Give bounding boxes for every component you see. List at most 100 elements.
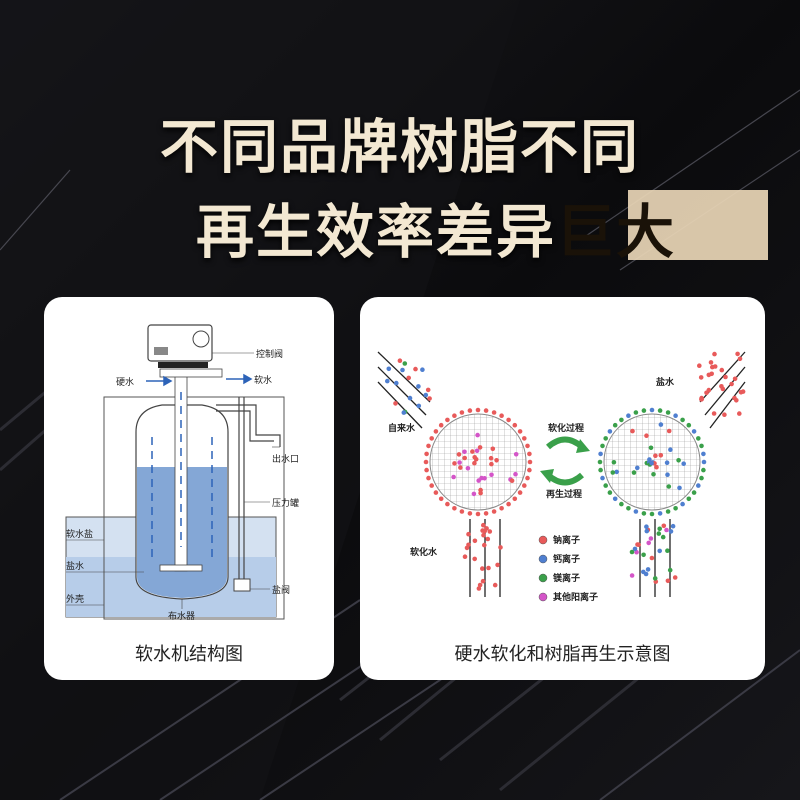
ion-dot — [657, 408, 663, 413]
ion-dot — [607, 429, 613, 434]
ion-dot — [732, 376, 738, 382]
ion-dot — [673, 506, 678, 511]
ion-dot — [665, 472, 670, 477]
ion-dot — [433, 429, 439, 434]
ion-dot — [667, 567, 673, 573]
ion-dot — [489, 472, 494, 478]
ion-dot — [723, 374, 728, 380]
ion-dot — [646, 540, 651, 546]
ion-dot — [656, 531, 662, 536]
ion-dot — [657, 548, 662, 554]
ion-dot — [506, 501, 511, 507]
ion-dot — [635, 465, 640, 471]
ion-dot — [385, 378, 390, 384]
ion-dot — [680, 501, 685, 507]
ion-dot — [668, 447, 673, 452]
ion-dot — [462, 449, 467, 455]
ion-dot — [600, 443, 605, 449]
ion-dot — [397, 358, 403, 363]
ion-dot — [506, 417, 511, 423]
ion-dot — [657, 511, 663, 516]
ion-dot — [633, 509, 639, 514]
label-salt: 软水盐 — [66, 528, 93, 540]
ion-dot — [712, 351, 717, 357]
ion-dot — [452, 461, 457, 466]
softener-caption: 软水机结构图 — [135, 644, 243, 665]
ion-dot — [666, 484, 672, 489]
ion-dot — [722, 412, 727, 417]
ion-dot — [416, 403, 422, 409]
ion-dot — [466, 531, 471, 537]
ion-dot — [665, 410, 671, 415]
ion-dot — [424, 451, 429, 457]
ion-dot — [610, 470, 616, 475]
ion-dot — [486, 565, 491, 571]
legend-swatch — [538, 573, 548, 583]
ion-dot — [494, 458, 499, 463]
ion-dot — [696, 436, 701, 441]
label-soft-water-out: 软化水 — [410, 546, 438, 558]
ion-dot — [407, 395, 413, 401]
ion-dot — [465, 466, 471, 471]
ion-dot — [425, 387, 431, 393]
ion-dot — [681, 461, 686, 466]
label-softening: 软化过程 — [548, 422, 584, 434]
ion-dot — [401, 410, 407, 415]
ion-dot — [470, 449, 475, 454]
ion-dot — [491, 509, 497, 514]
ion-dot — [735, 351, 740, 357]
ion-dot — [708, 360, 714, 365]
ion-dot — [626, 413, 631, 418]
ion-dot — [701, 451, 706, 457]
ion-dot — [706, 387, 712, 393]
ion-dot — [641, 569, 646, 575]
ion-dot — [527, 467, 532, 473]
ion-dot — [644, 433, 649, 438]
ion-dot — [665, 509, 671, 514]
ion-dot — [649, 511, 655, 517]
headline-line2: 再生效率差异巨大 — [196, 185, 676, 269]
ion-dot — [478, 490, 483, 496]
legend-label: 其他阳离子 — [553, 591, 598, 603]
ion-dot — [729, 381, 734, 387]
ion-dot — [740, 389, 746, 394]
label-brine: 盐水 — [66, 560, 84, 572]
ion-dot — [598, 467, 603, 473]
ion-dot — [458, 465, 463, 470]
ion-dot — [598, 451, 603, 457]
ion-dot — [597, 459, 603, 465]
ion-dot — [482, 542, 487, 548]
label-pressure-tank: 压力罐 — [272, 497, 299, 509]
ion-dot — [629, 549, 635, 555]
legend-swatch — [538, 592, 548, 602]
ion-dot — [513, 471, 518, 477]
ion-dot — [413, 366, 418, 372]
ion-dot — [680, 417, 685, 423]
ion-dot — [427, 396, 432, 401]
ion-dot — [475, 511, 481, 517]
ion-dot — [479, 475, 484, 481]
ion-dot — [480, 578, 486, 584]
legend-swatch — [538, 535, 548, 545]
ion-dot — [658, 453, 664, 458]
ion-dot — [492, 582, 498, 588]
ion-dot — [490, 446, 496, 452]
ion-dot — [737, 356, 743, 362]
ion-dot — [456, 452, 462, 457]
ion-dot — [719, 367, 725, 373]
ion-dot — [641, 552, 646, 558]
ion-dot — [452, 413, 457, 418]
ion-dot — [664, 527, 669, 533]
ion-dot — [670, 523, 676, 529]
ion-dot — [527, 451, 532, 457]
ion-dot — [429, 483, 434, 488]
ion-dot — [699, 443, 704, 449]
ion-dot — [701, 459, 707, 465]
ion-dot — [483, 511, 489, 516]
label-salt-valve: 盐阀 — [272, 584, 290, 596]
ion-dot — [482, 528, 487, 534]
ion-dot — [406, 375, 411, 381]
ion-dot — [612, 496, 618, 502]
ion-dot — [630, 428, 635, 434]
ion-dot — [522, 483, 527, 488]
